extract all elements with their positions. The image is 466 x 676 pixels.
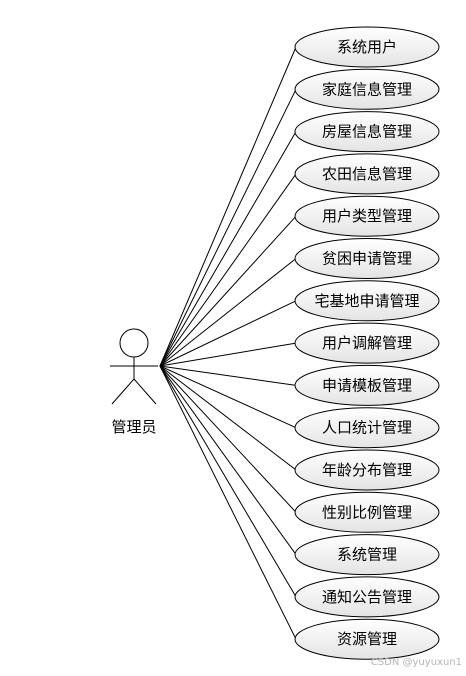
association-line	[159, 365, 297, 555]
use-case: 人口统计管理	[294, 407, 440, 449]
use-case-label: 用户类型管理	[322, 207, 412, 225]
use-case-label: 通知公告管理	[322, 588, 412, 606]
association-line	[159, 365, 297, 429]
association-line	[159, 131, 297, 367]
use-case-label: 家庭信息管理	[322, 80, 412, 98]
use-case-label: 申请模板管理	[322, 376, 412, 394]
actor-right-leg	[133, 378, 157, 405]
association-line	[159, 365, 297, 598]
actor-left-leg	[111, 378, 135, 405]
use-case-ellipse	[294, 238, 440, 279]
use-case-group: 系统用户家庭信息管理房屋信息管理农田信息管理用户类型管理贫困申请管理宅基地申请管…	[294, 26, 440, 660]
use-case-label: 房屋信息管理	[322, 123, 412, 141]
use-case: 性别比例管理	[294, 491, 440, 533]
association-line	[159, 215, 297, 367]
association-line	[159, 300, 297, 367]
use-case-label: 用户调解管理	[322, 334, 412, 352]
use-case: 用户类型管理	[294, 195, 440, 237]
use-case-ellipse	[294, 26, 440, 68]
use-case-ellipse	[294, 491, 440, 533]
use-case: 资源管理	[294, 618, 440, 660]
association-line	[159, 173, 297, 367]
use-case-ellipse	[294, 322, 440, 364]
association-line	[159, 46, 297, 367]
use-case-ellipse	[294, 68, 440, 110]
use-case: 家庭信息管理	[294, 68, 440, 110]
use-case: 贫困申请管理	[294, 238, 440, 279]
use-case-label: 系统用户	[337, 38, 397, 56]
association-line	[159, 365, 297, 471]
use-case: 用户调解管理	[294, 322, 440, 364]
association-line	[159, 365, 297, 386]
use-case-ellipse	[294, 576, 440, 618]
use-case-ellipse	[294, 534, 440, 576]
actor-label: 管理员	[111, 418, 157, 436]
use-case-ellipse	[294, 153, 440, 195]
association-line	[159, 258, 297, 367]
use-case-label: 资源管理	[337, 630, 397, 648]
use-case: 房屋信息管理	[294, 111, 440, 153]
watermark: CSDN @yuyuxun1	[370, 657, 462, 668]
association-line	[159, 342, 297, 367]
use-case: 宅基地申请管理	[294, 280, 440, 322]
use-case-ellipse	[294, 280, 440, 322]
actor-figure	[110, 328, 158, 405]
use-case-ellipse	[294, 364, 440, 406]
association-line	[159, 365, 297, 513]
actor-head	[119, 328, 149, 358]
use-case-ellipse	[294, 449, 440, 491]
use-case-label: 贫困申请管理	[322, 250, 412, 268]
association-line	[159, 89, 297, 367]
use-case: 系统管理	[294, 534, 440, 576]
association-line	[159, 365, 297, 640]
use-case: 通知公告管理	[294, 576, 440, 618]
use-case-ellipse	[294, 407, 440, 449]
use-case-label: 系统管理	[337, 546, 397, 564]
association-lines	[159, 46, 297, 640]
use-case-label: 年龄分布管理	[322, 461, 412, 479]
use-case: 年龄分布管理	[294, 449, 440, 491]
use-case-label: 性别比例管理	[322, 503, 412, 521]
use-case: 申请模板管理	[294, 364, 440, 406]
use-case-ellipse	[294, 618, 440, 660]
use-case-ellipse	[294, 195, 440, 237]
use-case: 农田信息管理	[294, 153, 440, 195]
use-case: 系统用户	[294, 26, 440, 68]
use-case-label: 农田信息管理	[322, 165, 412, 183]
use-case-ellipse	[294, 111, 440, 153]
use-case-label: 人口统计管理	[322, 419, 412, 437]
use-case-label: 宅基地申请管理	[314, 292, 419, 310]
